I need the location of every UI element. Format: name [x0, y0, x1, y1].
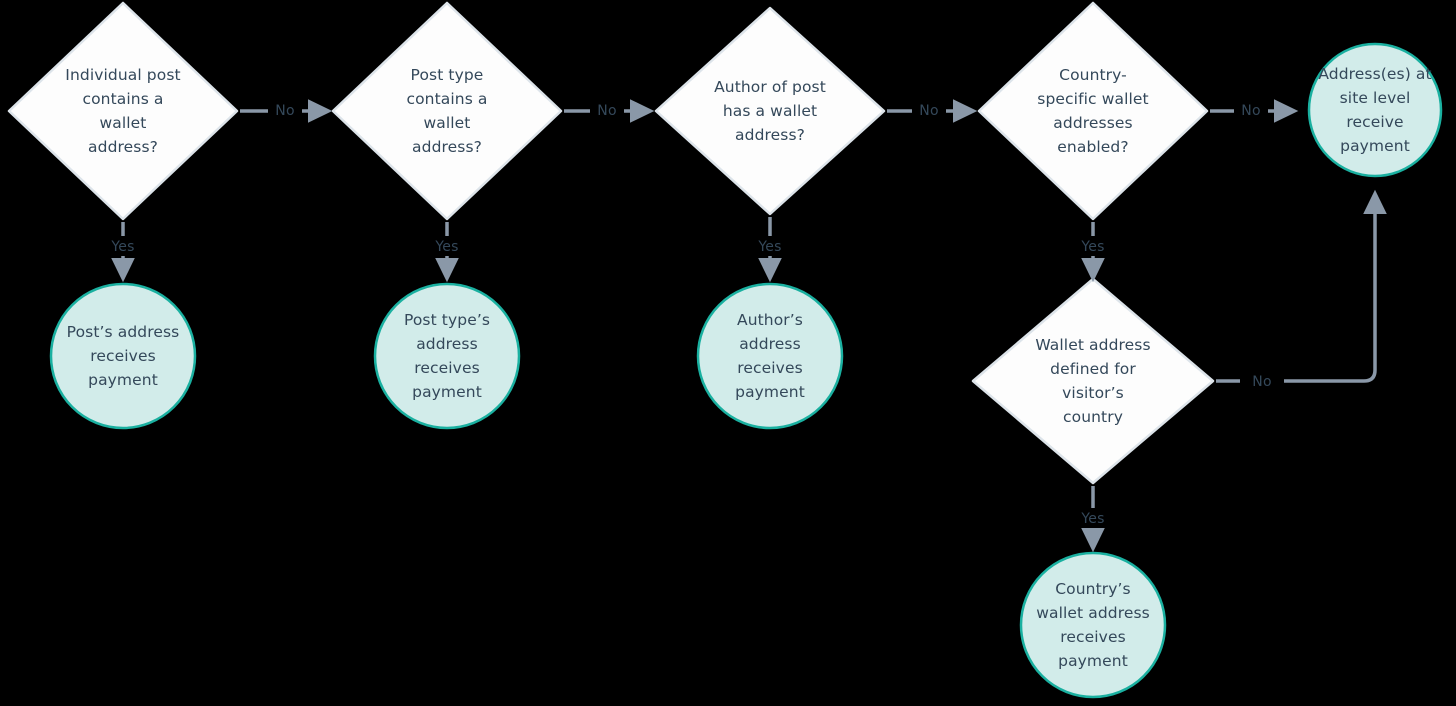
- node-d3-author-shape[interactable]: [654, 6, 886, 216]
- node-d5-visitor-country-shape[interactable]: [971, 277, 1215, 485]
- edge-d5-to-c4: [1216, 189, 1387, 383]
- edge-label-d5-to-c5: Yes: [1081, 511, 1105, 527]
- node-c5-country-address-shape[interactable]: [1019, 551, 1167, 699]
- node-d2-post-type-shape[interactable]: [331, 1, 563, 221]
- edge-label-d5-to-c4: No: [1252, 374, 1272, 390]
- edge-label-d4-to-c4: No: [1241, 103, 1261, 119]
- node-c4-site-level-shape[interactable]: [1307, 42, 1443, 178]
- edge-label-d3-to-c3: Yes: [758, 239, 782, 255]
- edge-label-d4-to-d5: Yes: [1081, 239, 1105, 255]
- edge-label-d2-to-d3: No: [597, 103, 617, 119]
- edge-label-d1-to-d2: No: [275, 103, 295, 119]
- node-c1-post-address-shape[interactable]: [49, 282, 197, 430]
- node-d4-country-specific-shape[interactable]: [977, 1, 1209, 221]
- edge-label-d3-to-d4: No: [919, 103, 939, 119]
- node-c2-post-type-address-shape[interactable]: [373, 282, 521, 430]
- node-c3-author-address-shape[interactable]: [696, 282, 844, 430]
- edge-label-d1-to-c1: Yes: [111, 239, 135, 255]
- node-d1-individual-post-shape[interactable]: [7, 1, 239, 221]
- edge-label-d2-to-c2: Yes: [435, 239, 459, 255]
